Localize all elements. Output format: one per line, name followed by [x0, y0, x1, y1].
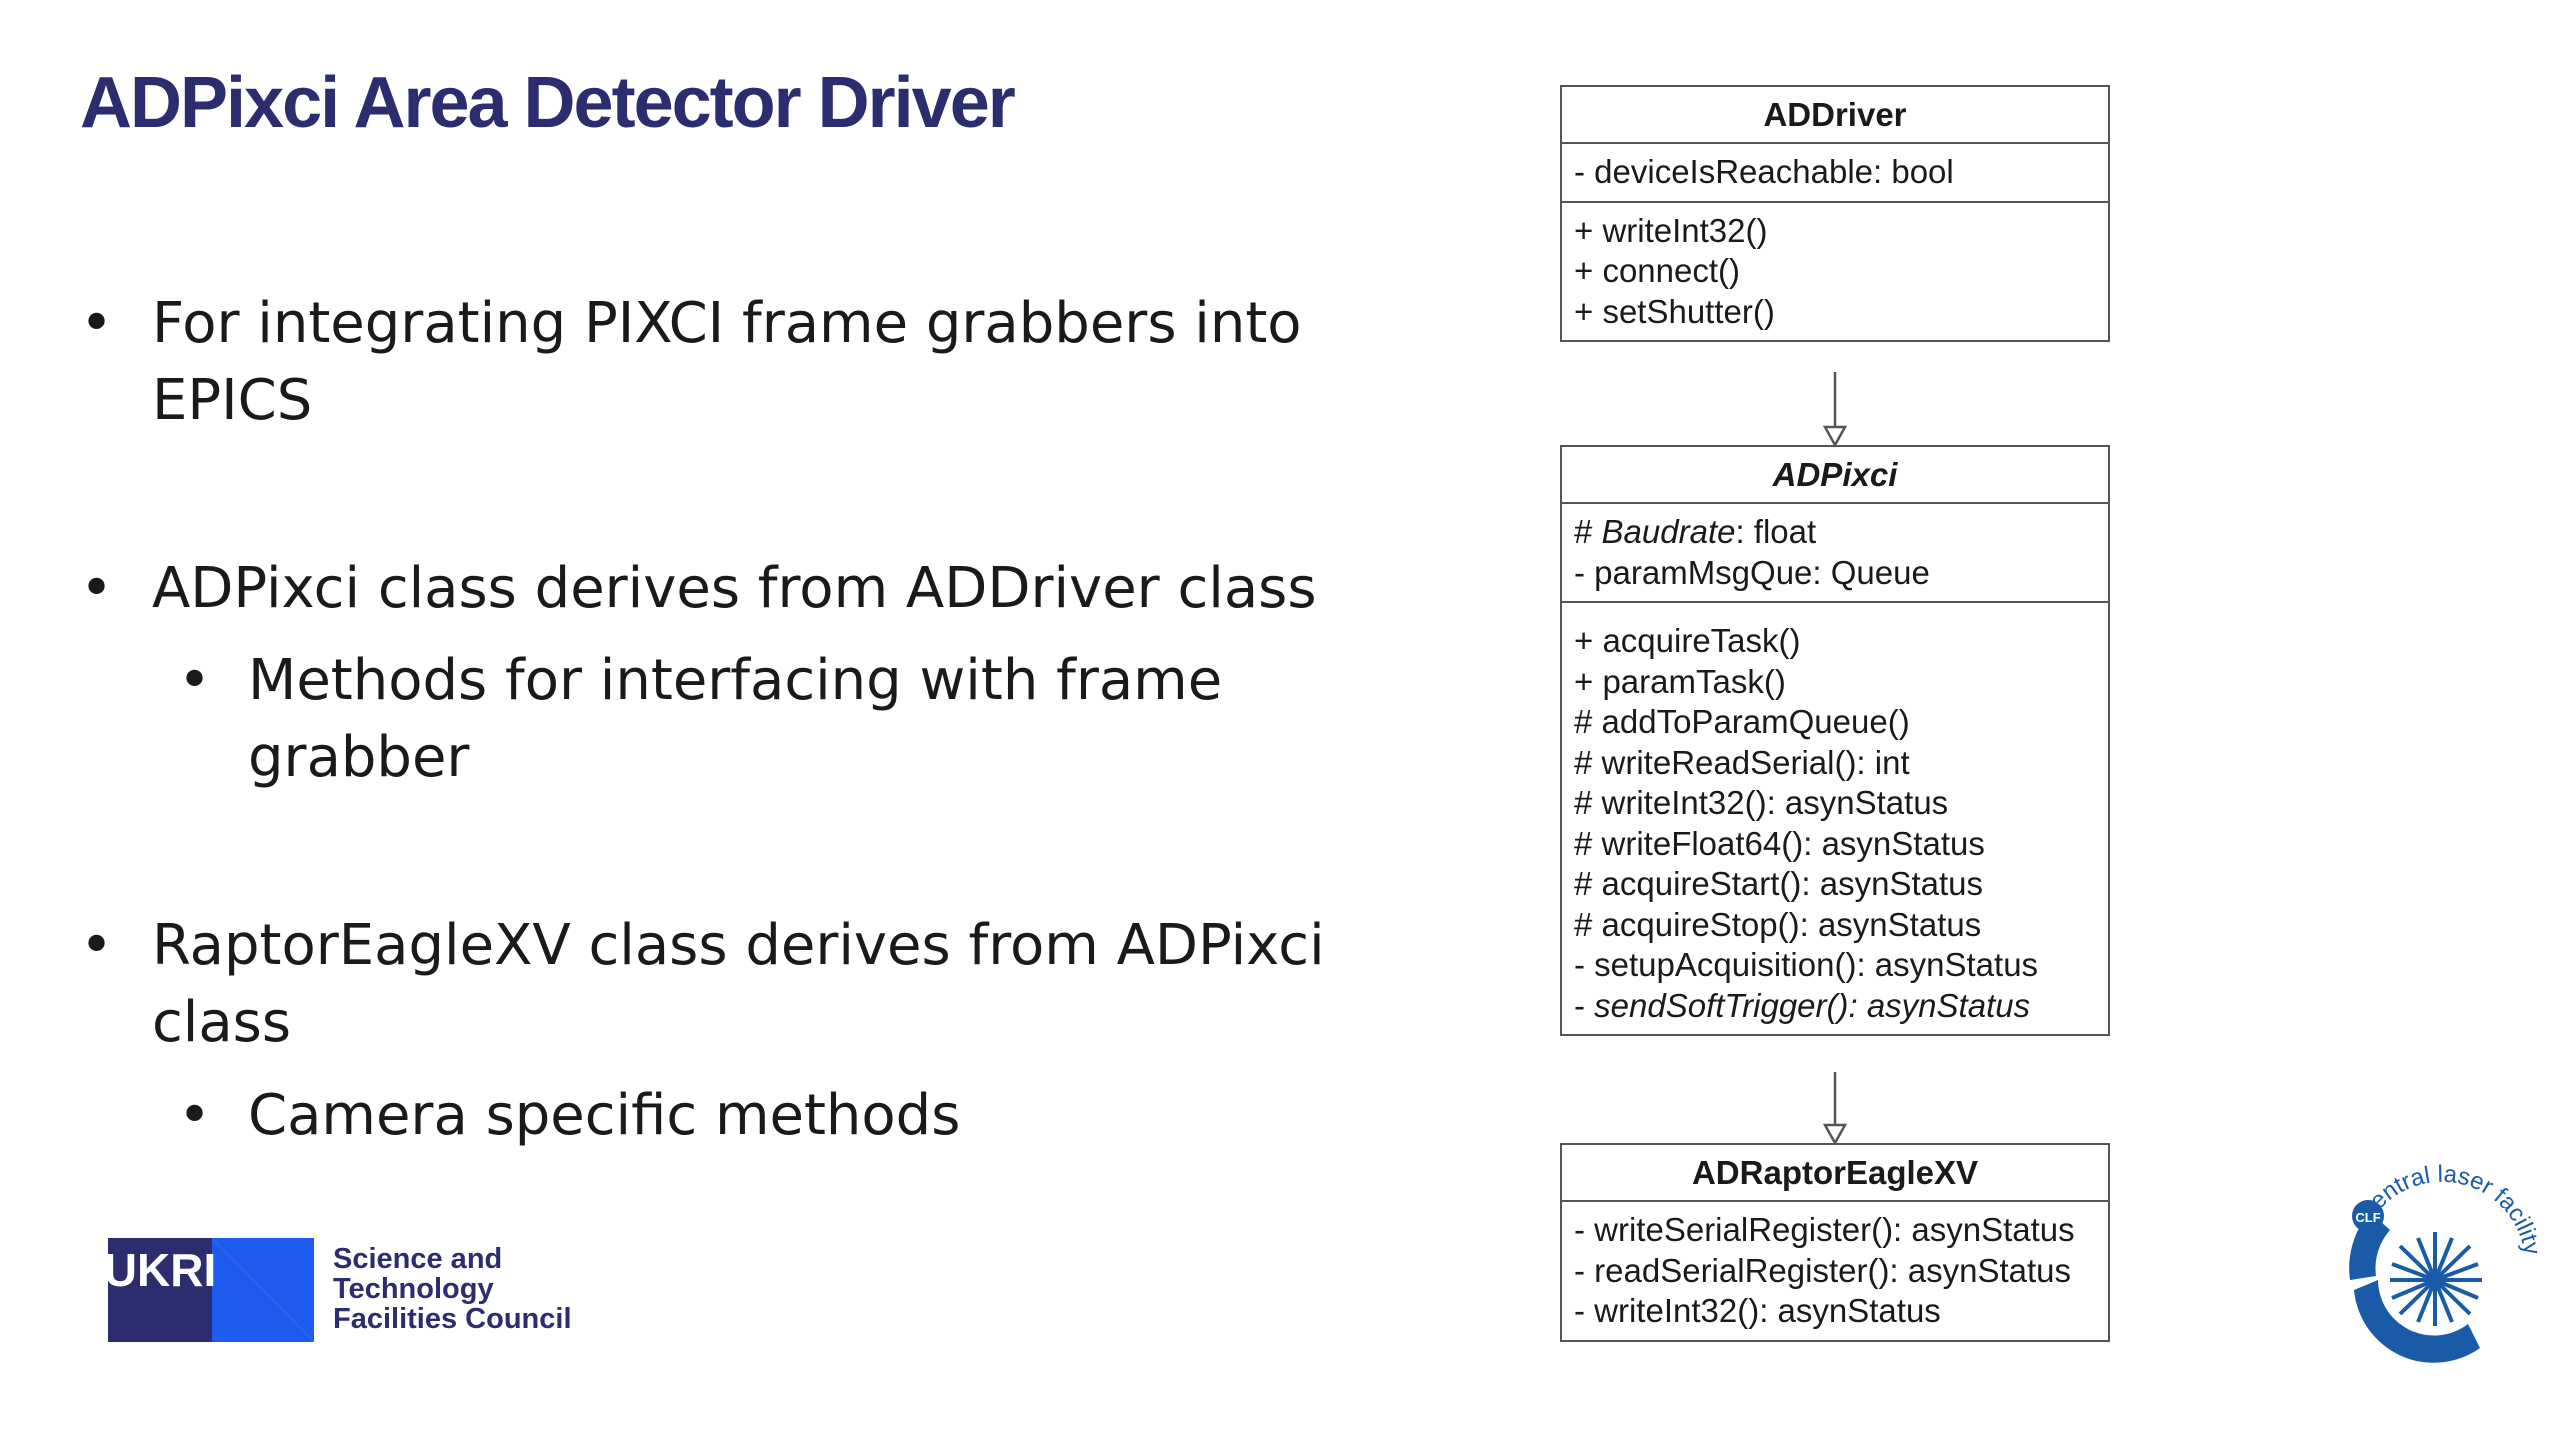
uml-attribute-name: Baudrate — [1601, 513, 1736, 550]
uml-visibility: # — [1574, 513, 1602, 550]
uml-attribute: - paramMsgQue: Queue — [1574, 553, 1930, 591]
uml-class-adraptoreaglexv: ADRaptorEagleXV - writeSerialRegister():… — [1560, 1143, 2110, 1342]
bullet-text: Camera specific methods — [248, 1083, 961, 1148]
ukri-wordmark-line: Facilities Council — [333, 1303, 572, 1335]
ukri-mark-text: UKRI — [108, 1244, 216, 1296]
slide-title: ADPixci Area Detector Driver — [80, 63, 1016, 143]
uml-method: # writeInt32(): asynStatus — [1574, 784, 1949, 821]
uml-class-name: ADDriver — [1562, 87, 2108, 144]
uml-attributes: - deviceIsReachable: bool — [1562, 144, 2108, 201]
bullet-dot: • — [80, 556, 114, 621]
uml-attributes: # Baudrate: float - paramMsgQue: Queue — [1562, 504, 2108, 601]
uml-method: + paramTask() — [1574, 662, 1786, 700]
ukri-wordmark-line: Technology — [333, 1273, 494, 1305]
uml-attribute: - deviceIsReachable: bool — [1574, 153, 1954, 190]
uml-method: # addToParamQueue() — [1574, 703, 1910, 740]
uml-class-adpixci: ADPixci # Baudrate: float - paramMsgQue:… — [1560, 445, 2110, 1036]
uml-method: + connect() — [1574, 252, 1740, 289]
ukri-wordmark-line: Science and — [333, 1243, 503, 1275]
uml-method: - readSerialRegister(): asynStatus — [1574, 1251, 2072, 1289]
bullet-text: For integrating PIXCI frame grabbers int… — [152, 291, 1302, 433]
uml-class-name: ADPixci — [1562, 447, 2108, 504]
bullet-text: ADPixci class derives from ADDriver clas… — [152, 556, 1317, 621]
uml-attribute-type: : float — [1735, 513, 1817, 550]
inheritance-arrow-adpixci-adraptor — [1822, 1072, 1848, 1146]
uml-method: # acquireStop(): asynStatus — [1574, 905, 1982, 943]
uml-attribute: # Baudrate: float — [1574, 512, 2096, 553]
uml-class-name: ADRaptorEagleXV — [1562, 1145, 2108, 1202]
bullet-dot: • — [80, 291, 114, 356]
uml-method: # writeFloat64(): asynStatus — [1574, 824, 1985, 862]
uml-method: # acquireStart(): asynStatus — [1574, 865, 1984, 902]
clf-arc-text: central laser facility — [2355, 1161, 2540, 1257]
ukri-logo: UKRI — [108, 1238, 314, 1342]
clf-logo: central laser facility CLF — [2349, 1161, 2540, 1363]
uml-method: + writeInt32() — [1574, 211, 1768, 249]
inheritance-arrow-addriver-adpixci — [1822, 372, 1848, 448]
uml-method-abstract: - sendSoftTrigger(): asynStatus — [1574, 986, 2096, 1027]
uml-methods: + acquireTask() + paramTask() # addToPar… — [1562, 601, 2108, 1034]
uml-method-name: sendSoftTrigger(): asynStatus — [1594, 986, 2031, 1024]
bullet-dot: • — [80, 913, 114, 978]
bullet-text: RaptorEagleXV class derives from ADPixci… — [152, 913, 1325, 1055]
uml-methods: + writeInt32() + connect() + setShutter(… — [1562, 200, 2108, 341]
bullet-dot: • — [178, 1083, 212, 1148]
uml-class-addriver: ADDriver - deviceIsReachable: bool + wri… — [1560, 85, 2110, 342]
uml-method: - setupAcquisition(): asynStatus — [1574, 946, 2039, 983]
ukri-wordmark: Science and Technology Facilities Counci… — [333, 1244, 572, 1334]
uml-method: - writeSerialRegister(): asynStatus — [1574, 1211, 2075, 1248]
bullet-text: Methods for interfacing with frame grabb… — [248, 648, 1223, 790]
uml-methods: - writeSerialRegister(): asynStatus - re… — [1562, 1202, 2108, 1340]
uml-method: # writeReadSerial(): int — [1574, 743, 1910, 781]
uml-visibility: - — [1574, 986, 1595, 1024]
bullet-dot: • — [178, 648, 212, 713]
clf-badge-text: CLF — [2355, 1210, 2380, 1225]
uml-method: + setShutter() — [1574, 292, 1775, 330]
uml-method: + acquireTask() — [1574, 622, 1801, 659]
uml-method: - writeInt32(): asynStatus — [1574, 1292, 1941, 1329]
